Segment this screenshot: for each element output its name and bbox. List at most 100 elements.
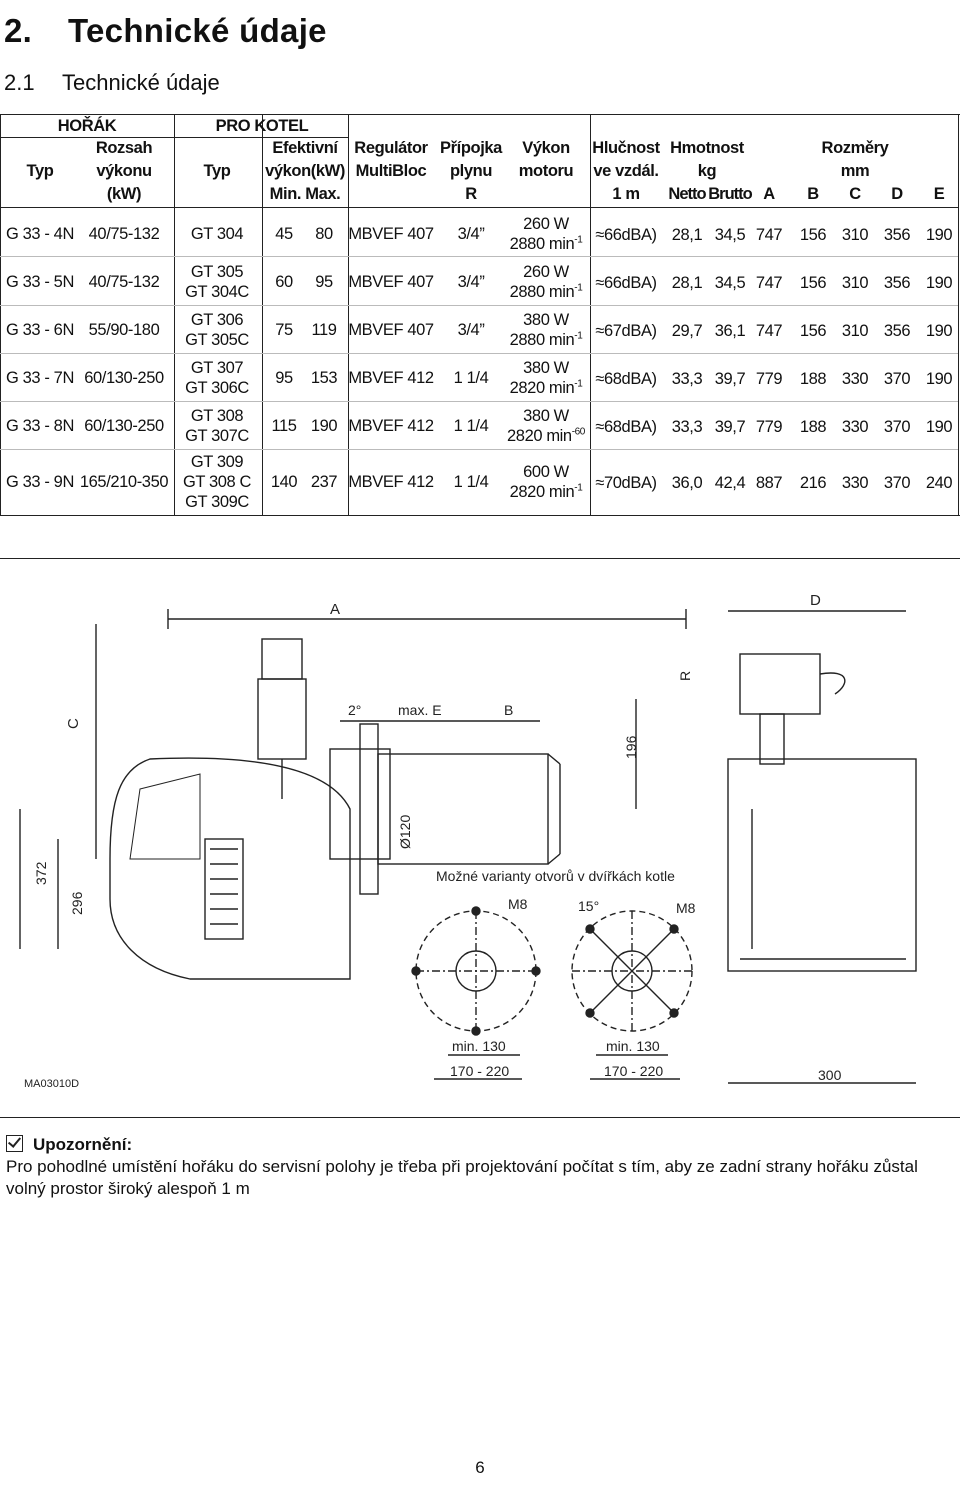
cell-eff-max: 153 xyxy=(310,369,338,387)
cell-typ: G 33 - 8N xyxy=(6,417,74,435)
cell-eff-min: 75 xyxy=(275,321,293,339)
cell-dim-b: 156 xyxy=(799,273,827,292)
rpm-exponent: -60 xyxy=(571,426,586,438)
cell-weight-brutto: 34,5 xyxy=(714,273,746,292)
variants-caption: Možné varianty otvorů v dvířkách kotle xyxy=(436,868,675,884)
cell-gas-connection: 1 1/4 xyxy=(453,473,489,491)
cell-boiler-typ: GT 308 C xyxy=(182,473,252,491)
rpm-exponent: -1 xyxy=(574,282,583,293)
cell-noise: ≈66dBA) xyxy=(595,273,657,292)
header-range-3: (kW) xyxy=(106,185,142,203)
cell-weight-brutto: 42,4 xyxy=(714,474,746,492)
dim-196: 196 xyxy=(623,735,639,759)
cell-weight-netto: 28,1 xyxy=(671,225,703,244)
note-text: Pro pohodlné umístění hořáku do servisní… xyxy=(6,1157,918,1198)
cell-motor-power: 600 W xyxy=(523,463,569,481)
rpm-exponent: -1 xyxy=(574,482,583,494)
cell-regulator: MBVEF 412 xyxy=(348,417,434,435)
cell-gas-connection: 3/4” xyxy=(457,224,485,243)
header-eff-3: Min. Max. xyxy=(269,185,341,203)
header-typ: Typ xyxy=(26,162,54,180)
dim-label-a: A xyxy=(330,601,340,618)
warning-note: Upozornění: Pro pohodlné umístění hořáku… xyxy=(6,1134,958,1200)
header-dims-1: Rozměry xyxy=(821,139,889,157)
dim-range-right: 170 - 220 xyxy=(604,1063,663,1079)
cell-eff-min: 95 xyxy=(275,369,293,387)
cell-regulator: MBVEF 407 xyxy=(348,272,434,291)
cell-boiler-typ: GT 309 xyxy=(190,453,244,471)
header-eff-1: Efektivní xyxy=(272,139,338,157)
cell-range: 165/210-350 xyxy=(79,473,169,491)
cell-motor-rpm: 2880 min-1 xyxy=(509,282,583,301)
cell-gas-connection: 3/4” xyxy=(457,272,485,291)
cell-dim-a: 747 xyxy=(755,322,783,340)
cell-typ: G 33 - 4N xyxy=(6,224,74,243)
header-weight-2: kg xyxy=(697,162,717,180)
cell-eff-max: 119 xyxy=(311,321,337,339)
header-dim-b: B xyxy=(807,185,819,203)
header-dim-d: D xyxy=(891,185,903,203)
technical-data-table: HOŘÁK PRO KOTEL Typ Rozsah výkonu (kW) T… xyxy=(0,114,960,516)
cell-dim-d: 370 xyxy=(883,418,911,436)
cell-boiler-typ: GT 307C xyxy=(185,427,249,445)
header-gas-1: Přípojka xyxy=(440,139,502,157)
cell-eff-min: 140 xyxy=(270,473,298,491)
cell-dim-e: 190 xyxy=(925,370,953,388)
cell-dim-c: 330 xyxy=(841,474,869,492)
rpm-exponent: -1 xyxy=(574,378,583,390)
header-noise-3: 1 m xyxy=(612,185,640,203)
dim-label-r: R xyxy=(677,671,693,681)
dim-label-d: D xyxy=(810,592,821,609)
cell-motor-power: 260 W xyxy=(523,262,569,281)
cell-typ: G 33 - 5N xyxy=(6,272,74,291)
cell-weight-brutto: 36,1 xyxy=(714,322,746,340)
cell-range: 60/130-250 xyxy=(84,369,164,387)
cell-dim-e: 190 xyxy=(925,418,953,436)
label-15-degrees: 15° xyxy=(578,898,599,914)
dim-372: 372 xyxy=(33,861,49,885)
cell-motor-power: 260 W xyxy=(523,214,569,233)
cell-noise: ≈68dBA) xyxy=(595,418,657,436)
cell-boiler-typ: GT 306C xyxy=(185,379,249,397)
cell-weight-netto: 36,0 xyxy=(671,474,703,492)
header-noise-1: Hlučnost xyxy=(592,139,660,157)
cell-dim-b: 216 xyxy=(799,474,827,492)
cell-dim-c: 330 xyxy=(841,370,869,388)
dim-label-c: C xyxy=(65,718,82,729)
cell-boiler-typ: GT 307 xyxy=(190,359,244,377)
cell-regulator: MBVEF 412 xyxy=(348,473,434,491)
cell-regulator: MBVEF 407 xyxy=(348,321,434,339)
header-noise-2: ve vzdál. xyxy=(593,162,659,180)
cell-eff-min: 45 xyxy=(275,224,293,243)
cell-dim-b: 188 xyxy=(799,370,827,388)
cell-weight-netto: 33,3 xyxy=(671,370,703,388)
cell-motor-rpm: 2880 min-1 xyxy=(509,330,583,349)
cell-motor-rpm: 2820 min-60 xyxy=(507,426,586,445)
cell-weight-brutto: 39,7 xyxy=(714,418,746,436)
dim-label-b: B xyxy=(504,702,513,718)
cell-dim-d: 356 xyxy=(883,273,911,292)
cell-noise: ≈70dBA) xyxy=(595,474,657,492)
cell-dim-b: 156 xyxy=(799,225,827,244)
cell-dim-e: 190 xyxy=(925,225,953,244)
header-range-2: výkonu xyxy=(96,162,152,180)
note-title: Upozornění: xyxy=(33,1135,133,1154)
cell-weight-netto: 33,3 xyxy=(671,418,703,436)
cell-noise: ≈67dBA) xyxy=(595,322,657,340)
page-number: 6 xyxy=(475,1458,485,1477)
cell-range: 40/75-132 xyxy=(88,224,160,243)
header-dims-2: mm xyxy=(840,162,870,180)
header-regulator-1: Regulátor xyxy=(354,139,428,157)
cell-boiler-typ: GT 306 xyxy=(190,311,244,329)
cell-dim-a: 779 xyxy=(755,418,783,436)
header-brutto: Brutto xyxy=(708,185,752,203)
dim-min130-right: min. 130 xyxy=(606,1038,660,1054)
cell-regulator: MBVEF 407 xyxy=(348,224,434,243)
cell-gas-connection: 1 1/4 xyxy=(453,369,489,387)
cell-boiler-typ: GT 304 xyxy=(190,224,244,243)
cell-dim-a: 747 xyxy=(755,225,783,244)
header-for-boiler: PRO KOTEL xyxy=(215,117,309,135)
cell-noise: ≈68dBA) xyxy=(595,370,657,388)
cell-dim-c: 310 xyxy=(841,322,869,340)
cell-dim-c: 310 xyxy=(841,273,869,292)
